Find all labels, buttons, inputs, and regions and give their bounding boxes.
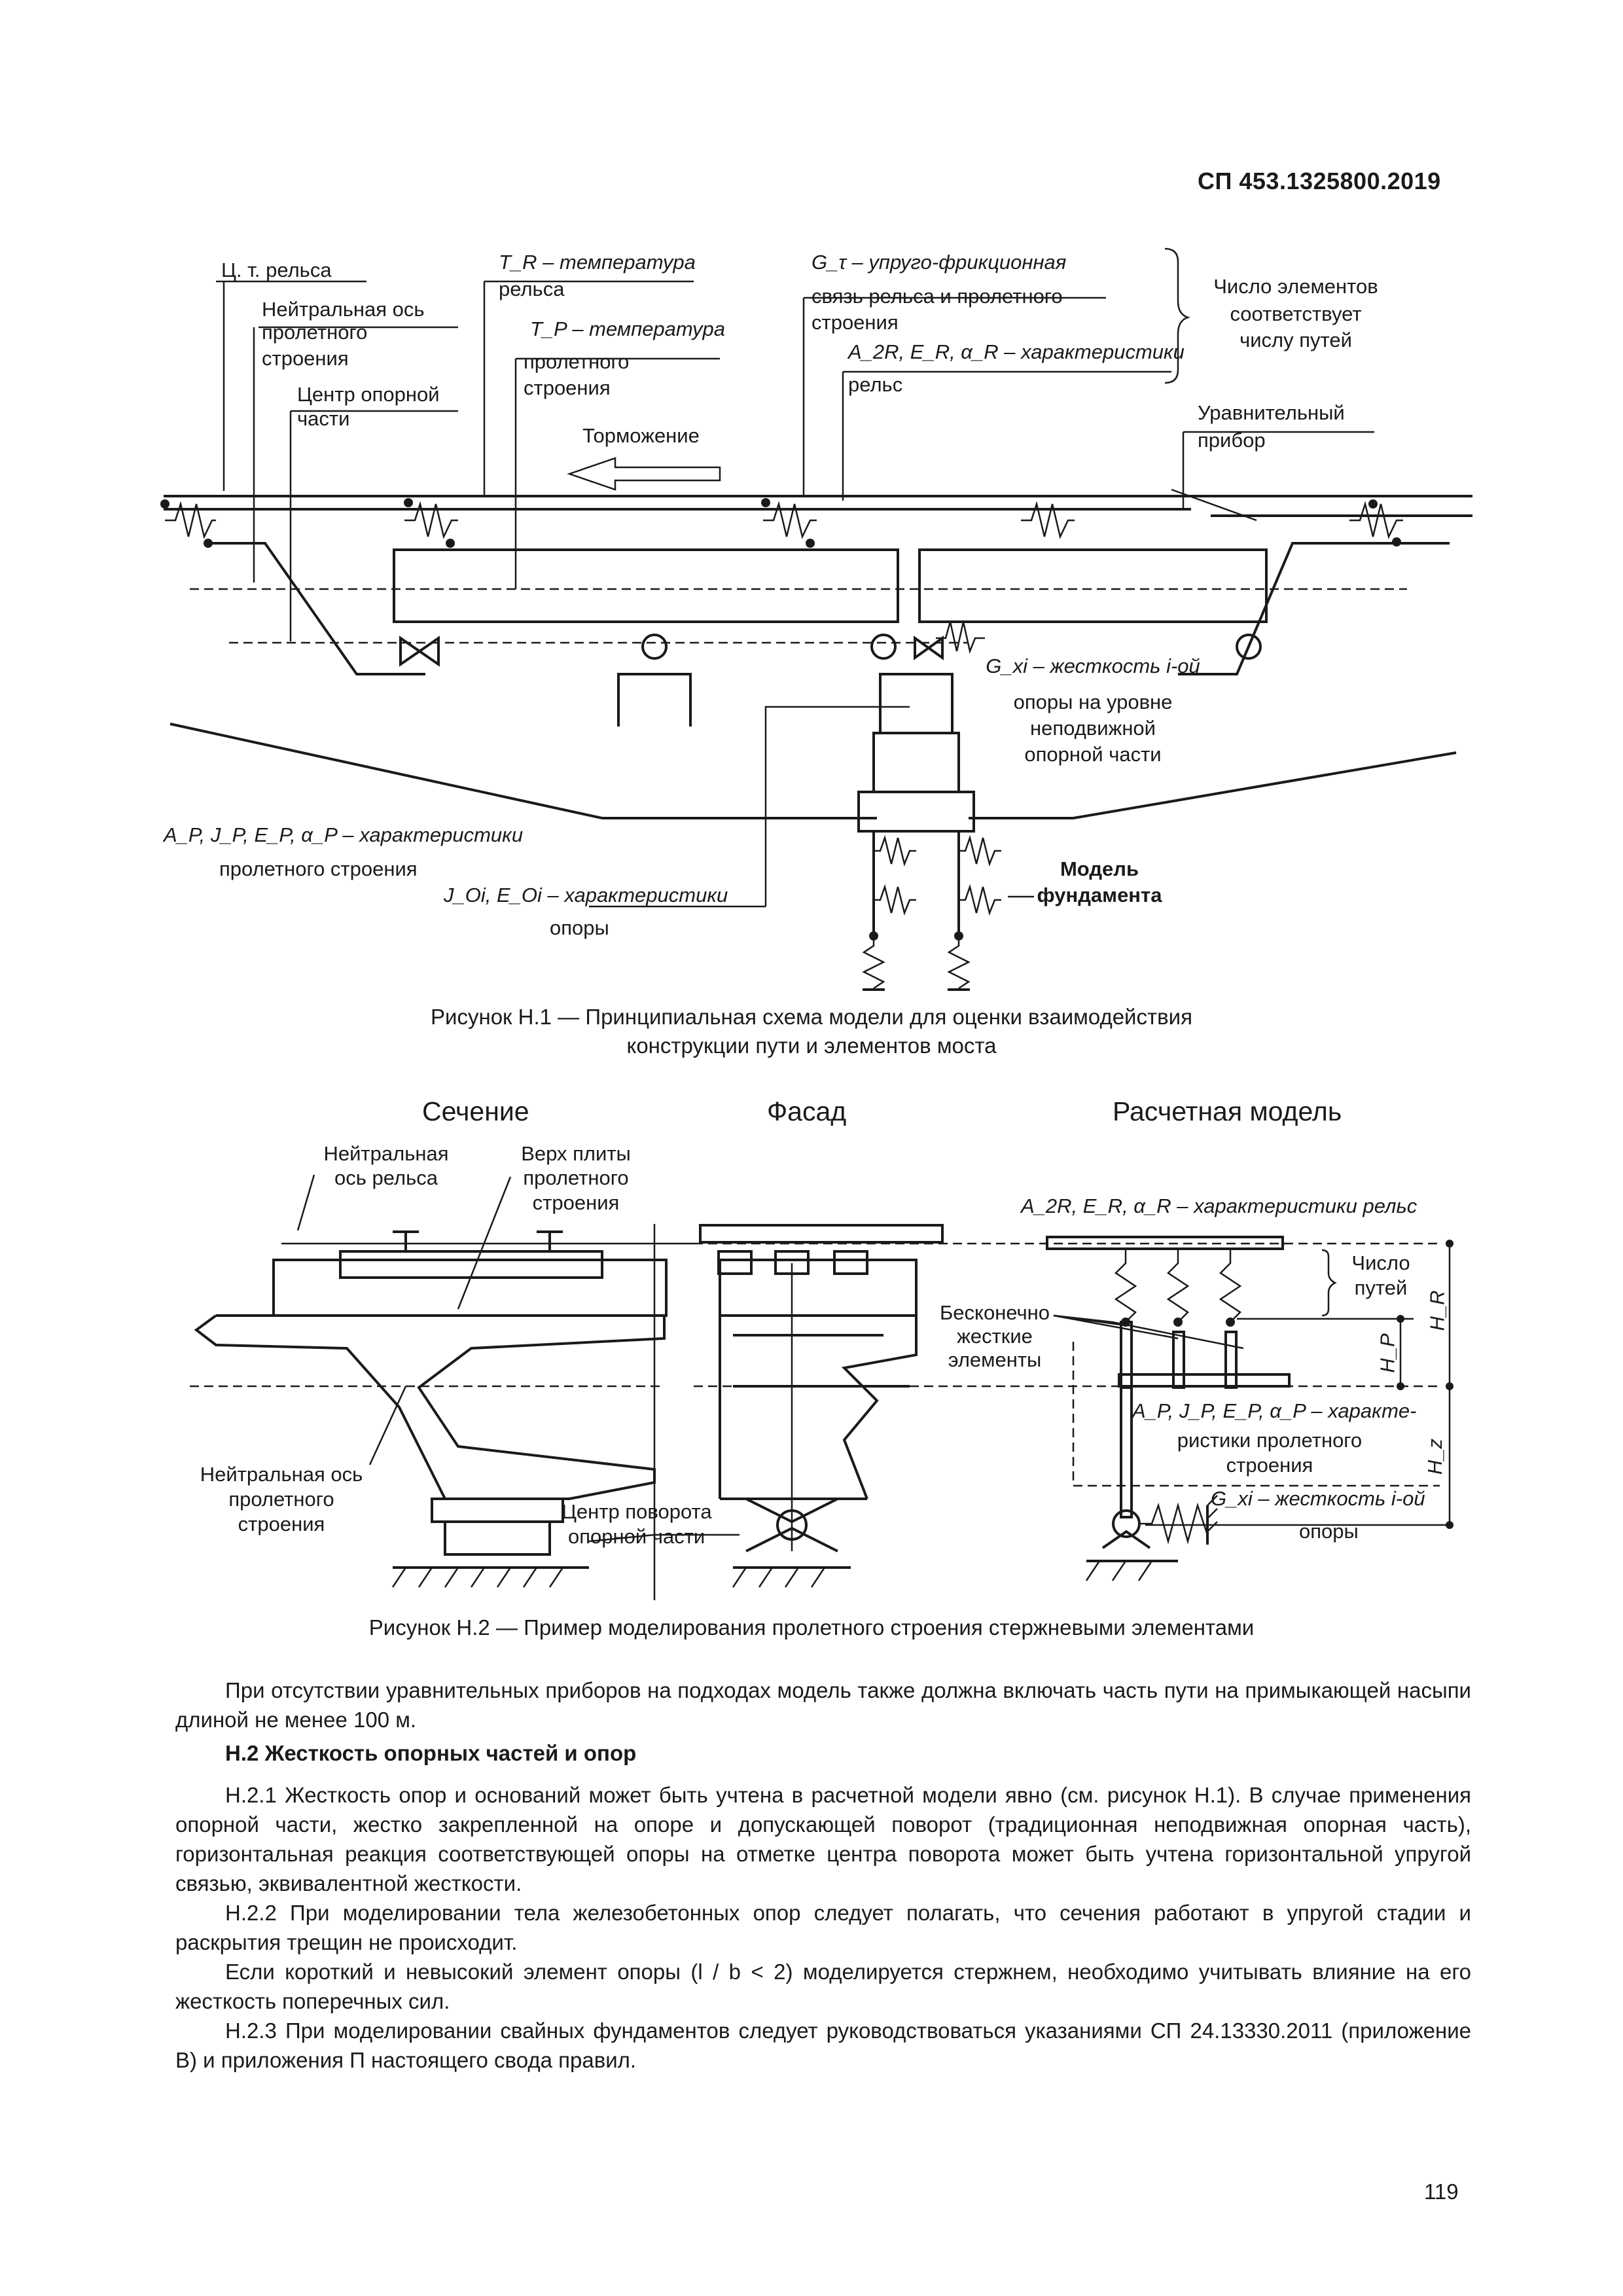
label-count-3: числу путей	[1240, 329, 1352, 351]
label-ap-2: пролетного строения	[219, 857, 418, 880]
figure-2-caption: Рисунок Н.2 — Пример моделирования проле…	[368, 1615, 1255, 1640]
paragraph-h2-1: Н.2.1 Жесткость опор и оснований может б…	[175, 1783, 1471, 1895]
ground-left	[169, 723, 877, 819]
page-number: 119	[1424, 2179, 1459, 2204]
figure-1-caption-line-1: Рисунок Н.1 — Принципиальная схема модел…	[431, 1005, 1192, 1029]
label-count-2: соответствует	[1230, 302, 1362, 325]
label-gxi-2: опоры на уровне	[1013, 691, 1173, 713]
label-gtau-2: связь рельса и пролетного	[812, 285, 1063, 308]
label-slab-top-3: строения	[532, 1191, 620, 1214]
label-tp-3: строения	[524, 376, 611, 399]
label-span-na-3: строения	[238, 1513, 325, 1535]
foundation-springs	[862, 831, 1034, 991]
abutment-right	[1178, 542, 1450, 675]
ground-right	[969, 751, 1457, 819]
label-rigid-2: жесткие	[957, 1325, 1033, 1348]
facade-drawing	[699, 1224, 944, 1588]
column-section: Сечение	[422, 1096, 529, 1126]
model-drawing	[694, 1236, 1454, 1581]
span-beam-right	[918, 548, 1268, 623]
label-a2r: A_2R, E_R, α_R – характеристики рельс	[1021, 1194, 1418, 1217]
label-braking: Торможение	[582, 424, 700, 447]
label-hz: H_z	[1423, 1438, 1447, 1475]
document-code: СП 453.1325800.2019	[1198, 168, 1441, 194]
label-ap-1: A_P, J_P, E_P, α_P – характеристики	[164, 823, 524, 846]
label-hp: H_P	[1376, 1333, 1399, 1373]
label-expansion-2: прибор	[1198, 429, 1266, 452]
paragraph-h2-2: Н.2.2 При моделировании тела железобетон…	[175, 1901, 1471, 1954]
label-rot-center-1: Центр поворота	[562, 1500, 712, 1523]
label-span-na-1: Нейтральная ось	[200, 1463, 363, 1486]
label-rail-na-2: ось рельса	[334, 1166, 438, 1189]
paragraph-h2-2-note: Если короткий и невысокий элемент опоры …	[175, 1960, 1471, 2013]
label-bearing-center-2: части	[297, 407, 350, 430]
label-neutral-axis-1: Нейтральная ось	[262, 298, 425, 321]
label-tp-1: T_P – температура	[530, 317, 726, 340]
label-count-1: Число элементов	[1213, 275, 1378, 298]
span-beam-left	[393, 548, 899, 623]
figure-2-diagram	[190, 1174, 1454, 1600]
label-gtau-1: G_τ – упруго-фрикционная	[812, 251, 1067, 274]
column-model: Расчетная модель	[1113, 1096, 1342, 1126]
label-bearing-center-1: Центр опорной	[297, 383, 440, 406]
section-heading-h2: Н.2 Жесткость опорных частей и опор	[225, 1741, 637, 1765]
label-a2r-1: A_2R, E_R, α_R – характеристики	[848, 340, 1185, 363]
label-tr-2: рельса	[499, 278, 565, 300]
abutment-left	[209, 542, 425, 675]
label-tracks-2: путей	[1354, 1276, 1408, 1299]
expansion-device	[1171, 488, 1257, 522]
label-expansion-1: Уравнительный	[1198, 401, 1345, 424]
label-rigid-1: Бесконечно	[939, 1301, 1050, 1324]
label-joi-2: опоры	[550, 916, 609, 939]
label-gxi-1: G_xi – жесткость i-ой	[986, 655, 1200, 677]
paragraph-h2-3: Н.2.3 При моделировании свайных фундамен…	[175, 2018, 1471, 2072]
label-neutral-axis-2: пролетного	[262, 321, 368, 344]
brace-count	[1164, 247, 1190, 384]
column-facade: Фасад	[767, 1096, 847, 1126]
label-ap-3-fig2: строения	[1226, 1454, 1313, 1477]
label-rail-na-1: Нейтральная	[323, 1142, 449, 1165]
label-ap-1-fig2: A_P, J_P, E_P, α_P – характе-	[1132, 1399, 1417, 1422]
label-rigid-3: элементы	[948, 1348, 1042, 1371]
label-foundation-1: Модель	[1060, 857, 1139, 880]
label-slab-top-2: пролетного	[523, 1166, 629, 1189]
label-tr-1: T_R – температура	[499, 251, 696, 274]
label-tp-2: пролетного	[524, 350, 630, 373]
label-gxi-2-fig2: опоры	[1299, 1520, 1359, 1543]
label-gtau-3: строения	[812, 311, 899, 334]
label-gxi-4: опорной части	[1024, 743, 1162, 766]
label-tracks-1: Число	[1351, 1251, 1410, 1274]
label-gxi-1-fig2: G_xi – жесткость i-ой	[1211, 1487, 1425, 1510]
rail-springs	[160, 498, 1403, 548]
braking-arrow	[567, 457, 721, 491]
label-neutral-axis-3: строения	[262, 347, 349, 370]
label-a2r-2: рельс	[848, 373, 903, 396]
label-rot-center-2: опорной части	[568, 1525, 705, 1548]
label-rail-cg: Ц. т. рельса	[221, 259, 332, 281]
label-hr: H_R	[1425, 1290, 1449, 1331]
figure-1-caption-line-2: конструкции пути и элементов моста	[626, 1033, 997, 1058]
pier-spring	[936, 621, 985, 655]
label-gxi-3: неподвижной	[1030, 717, 1156, 740]
paragraph-approaches: При отсутствии уравнительных приборов на…	[175, 1678, 1471, 1732]
label-joi-1: J_Oi, E_Oi – характеристики	[444, 884, 728, 906]
label-ap-2-fig2: ристики пролетного	[1177, 1429, 1363, 1452]
label-span-na-2: пролетного	[228, 1488, 334, 1511]
label-slab-top-1: Верх плиты	[521, 1142, 631, 1165]
figure-1-diagram	[160, 247, 1472, 991]
label-foundation-2: фундамента	[1037, 884, 1162, 906]
pier	[589, 673, 975, 908]
